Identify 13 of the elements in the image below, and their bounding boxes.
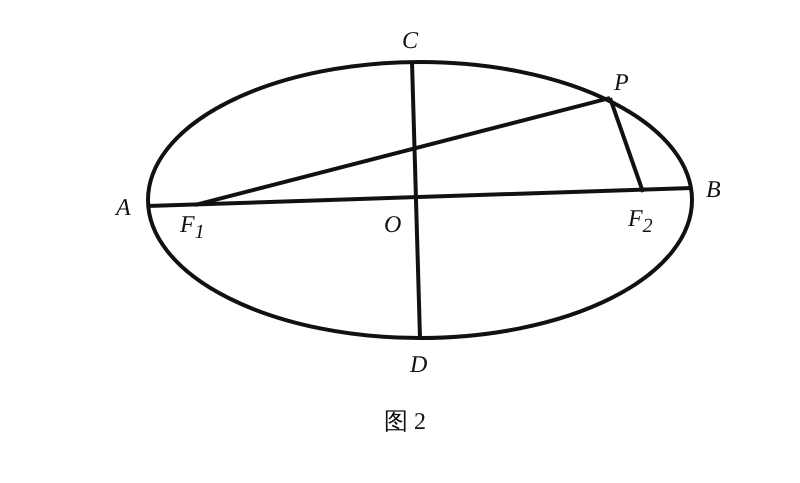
point-label: B bbox=[706, 177, 721, 203]
point-label: F$_{1}$ bbox=[180, 212, 205, 245]
point-label: P bbox=[614, 70, 629, 96]
point-label: F$_{2}$ bbox=[628, 206, 653, 239]
line-segment bbox=[410, 62, 422, 338]
point-label: D bbox=[410, 352, 428, 378]
point-label: C bbox=[402, 28, 418, 54]
point-label: O bbox=[384, 212, 402, 238]
line-segment bbox=[194, 96, 610, 207]
line-segment bbox=[148, 186, 692, 208]
line-segment bbox=[608, 97, 645, 193]
figure-caption: 图 2 bbox=[384, 408, 426, 437]
point-label: A bbox=[116, 195, 131, 221]
